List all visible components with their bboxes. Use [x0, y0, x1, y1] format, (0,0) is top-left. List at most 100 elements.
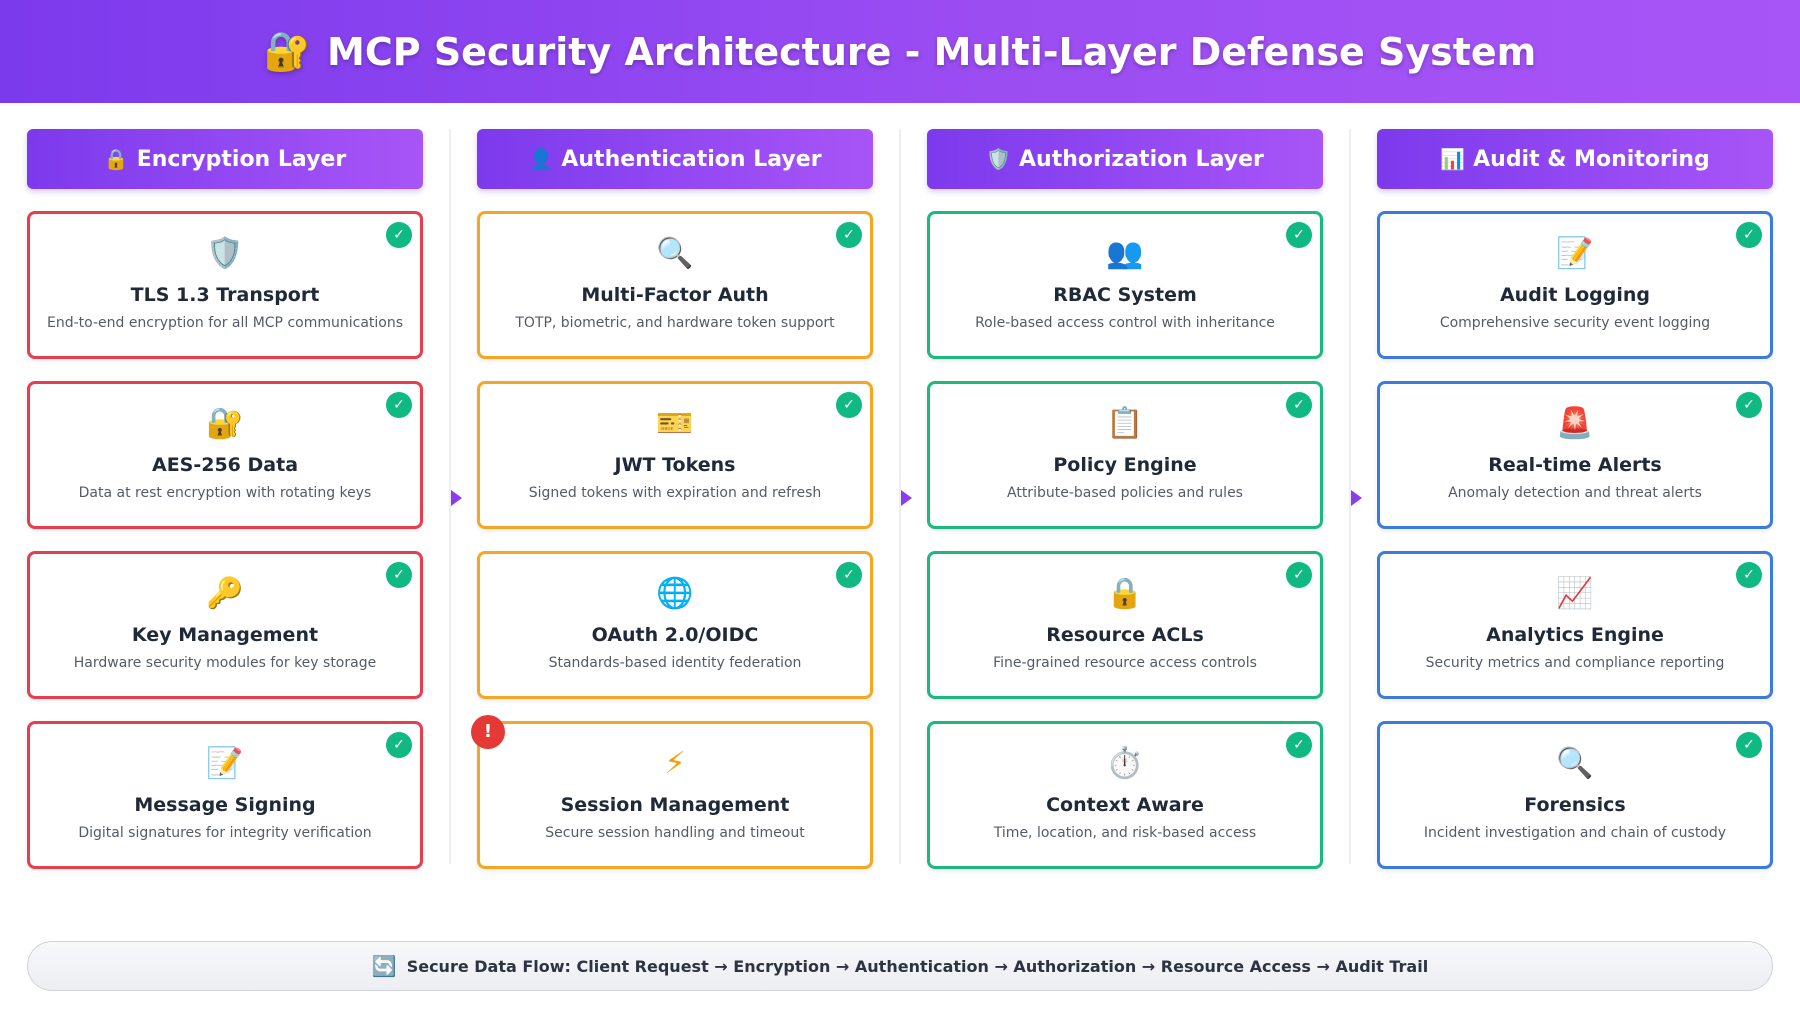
card-title: RBAC System — [1053, 284, 1197, 306]
column-header: 🔒 Encryption Layer — [27, 129, 423, 189]
flow-arrow-icon — [901, 490, 912, 506]
check-icon: ✓ — [1736, 392, 1762, 418]
card-description: Comprehensive security event logging — [1439, 315, 1711, 331]
memo-icon: 📝 — [206, 746, 244, 781]
card-forensics[interactable]: ✓ 🔍 Forensics Incident investigation and… — [1377, 721, 1773, 869]
key-icon: 🔑 — [206, 576, 244, 611]
lock-with-key-icon: 🔐 — [206, 406, 244, 441]
column-header: 🛡️ Authorization Layer — [927, 129, 1323, 189]
card-title: Multi-Factor Auth — [581, 284, 769, 306]
card-audit-logging[interactable]: ✓ 📝 Audit Logging Comprehensive security… — [1377, 211, 1773, 359]
check-icon: ✓ — [1286, 392, 1312, 418]
check-icon: ✓ — [386, 732, 412, 758]
card-description: Hardware security modules for key storag… — [73, 655, 377, 671]
cycle-arrows-icon: 🔄 — [371, 954, 397, 978]
card-description: Digital signatures for integrity verific… — [78, 825, 372, 841]
lightning-icon: ⚡ — [664, 746, 686, 781]
check-icon: ✓ — [1286, 732, 1312, 758]
page-title: MCP Security Architecture - Multi-Layer … — [327, 29, 1537, 74]
card-realtime-alerts[interactable]: ✓ 🚨 Real-time Alerts Anomaly detection a… — [1377, 381, 1773, 529]
magnifier-icon: 🔍 — [656, 236, 694, 271]
card-title: AES-256 Data — [151, 454, 299, 476]
column-encryption-layer: 🔒 Encryption Layer ✓ 🛡️ TLS 1.3 Transpor… — [27, 129, 423, 869]
user-icon: 👤 — [528, 147, 554, 171]
check-icon: ✓ — [1736, 222, 1762, 248]
trend-chart-icon: 📈 — [1556, 576, 1594, 611]
card-title: Forensics — [1524, 794, 1626, 816]
users-icon: 👥 — [1106, 236, 1144, 271]
check-icon: ✓ — [386, 562, 412, 588]
stopwatch-icon: ⏱️ — [1106, 746, 1144, 781]
card-resource-acls[interactable]: ✓ 🔒 Resource ACLs Fine-grained resource … — [927, 551, 1323, 699]
lock-with-key-icon: 🔐 — [263, 29, 312, 73]
column-title: Encryption Layer — [136, 146, 347, 172]
card-description: Fine-grained resource access controls — [993, 655, 1257, 671]
card-tls-transport[interactable]: ✓ 🛡️ TLS 1.3 Transport End-to-end encryp… — [27, 211, 423, 359]
card-key-management[interactable]: ✓ 🔑 Key Management Hardware security mod… — [27, 551, 423, 699]
card-title: JWT Tokens — [614, 454, 736, 476]
column-divider — [1349, 129, 1351, 864]
card-policy-engine[interactable]: ✓ 📋 Policy Engine Attribute-based polici… — [927, 381, 1323, 529]
globe-icon: 🌐 — [656, 576, 694, 611]
card-context-aware[interactable]: ✓ ⏱️ Context Aware Time, location, and r… — [927, 721, 1323, 869]
card-rbac-system[interactable]: ✓ 👥 RBAC System Role-based access contro… — [927, 211, 1323, 359]
lock-icon: 🔒 — [1106, 576, 1144, 611]
memo-icon: 📝 — [1556, 236, 1594, 271]
card-title: Key Management — [131, 624, 319, 646]
card-session-management[interactable]: ! ⚡ Session Management Secure session ha… — [471, 715, 873, 869]
page-header: 🔐 MCP Security Architecture - Multi-Laye… — [0, 0, 1800, 103]
column-authentication-layer: 👤 Authentication Layer ✓ 🔍 Multi-Factor … — [471, 129, 873, 869]
check-icon: ✓ — [1736, 732, 1762, 758]
column-divider — [449, 129, 451, 864]
card-title: TLS 1.3 Transport — [130, 284, 320, 306]
card-title: Session Management — [560, 794, 790, 816]
card-multi-factor-auth[interactable]: ✓ 🔍 Multi-Factor Auth TOTP, biometric, a… — [477, 211, 873, 359]
card-analytics-engine[interactable]: ✓ 📈 Analytics Engine Security metrics an… — [1377, 551, 1773, 699]
card-description: Signed tokens with expiration and refres… — [528, 485, 822, 501]
check-icon: ✓ — [1286, 562, 1312, 588]
column-title: Audit & Monitoring — [1473, 146, 1710, 172]
card-message-signing[interactable]: ✓ 📝 Message Signing Digital signatures f… — [27, 721, 423, 869]
card-title: Analytics Engine — [1486, 624, 1664, 646]
check-icon: ✓ — [836, 562, 862, 588]
secure-data-flow-bar: 🔄 Secure Data Flow: Client Request → Enc… — [27, 941, 1773, 991]
shield-icon: 🛡️ — [986, 147, 1012, 171]
flow-text: Secure Data Flow: Client Request → Encry… — [406, 956, 1429, 976]
column-authorization-layer: 🛡️ Authorization Layer ✓ 👥 RBAC System R… — [927, 129, 1323, 869]
card-title: Message Signing — [134, 794, 316, 816]
alert-icon: ! — [471, 715, 505, 749]
lock-icon: 🔒 — [103, 147, 129, 171]
card-description: Security metrics and compliance reportin… — [1425, 655, 1725, 671]
card-description: End-to-end encryption for all MCP commun… — [46, 315, 404, 331]
card-description: Standards-based identity federation — [548, 655, 802, 671]
column-title: Authorization Layer — [1019, 146, 1264, 172]
shield-icon: 🛡️ — [206, 236, 244, 271]
flow-arrow-icon — [1351, 490, 1362, 506]
check-icon: ✓ — [386, 222, 412, 248]
check-icon: ✓ — [1286, 222, 1312, 248]
flow-arrow-icon — [451, 490, 462, 506]
card-oauth-oidc[interactable]: ✓ 🌐 OAuth 2.0/OIDC Standards-based ident… — [477, 551, 873, 699]
magnifier-icon: 🔍 — [1556, 746, 1594, 781]
card-jwt-tokens[interactable]: ✓ 🎫 JWT Tokens Signed tokens with expira… — [477, 381, 873, 529]
card-title: Resource ACLs — [1046, 624, 1204, 646]
ticket-icon: 🎫 — [656, 406, 694, 441]
card-title: OAuth 2.0/OIDC — [591, 624, 759, 646]
column-audit-monitoring: 📊 Audit & Monitoring ✓ 📝 Audit Logging C… — [1377, 129, 1773, 869]
card-title: Context Aware — [1046, 794, 1204, 816]
card-aes-data[interactable]: ✓ 🔐 AES-256 Data Data at rest encryption… — [27, 381, 423, 529]
check-icon: ✓ — [836, 392, 862, 418]
card-description: Incident investigation and chain of cust… — [1423, 825, 1727, 841]
card-title: Real-time Alerts — [1488, 454, 1662, 476]
card-title: Audit Logging — [1499, 284, 1651, 306]
card-description: Secure session handling and timeout — [545, 825, 805, 841]
card-description: Attribute-based policies and rules — [1007, 485, 1243, 501]
card-description: Role-based access control with inheritan… — [975, 315, 1275, 331]
column-divider — [899, 129, 901, 864]
card-title: Policy Engine — [1053, 454, 1197, 476]
column-header: 👤 Authentication Layer — [477, 129, 873, 189]
column-title: Authentication Layer — [561, 146, 822, 172]
card-description: TOTP, biometric, and hardware token supp… — [515, 315, 835, 331]
check-icon: ✓ — [1736, 562, 1762, 588]
card-description: Data at rest encryption with rotating ke… — [78, 485, 372, 501]
